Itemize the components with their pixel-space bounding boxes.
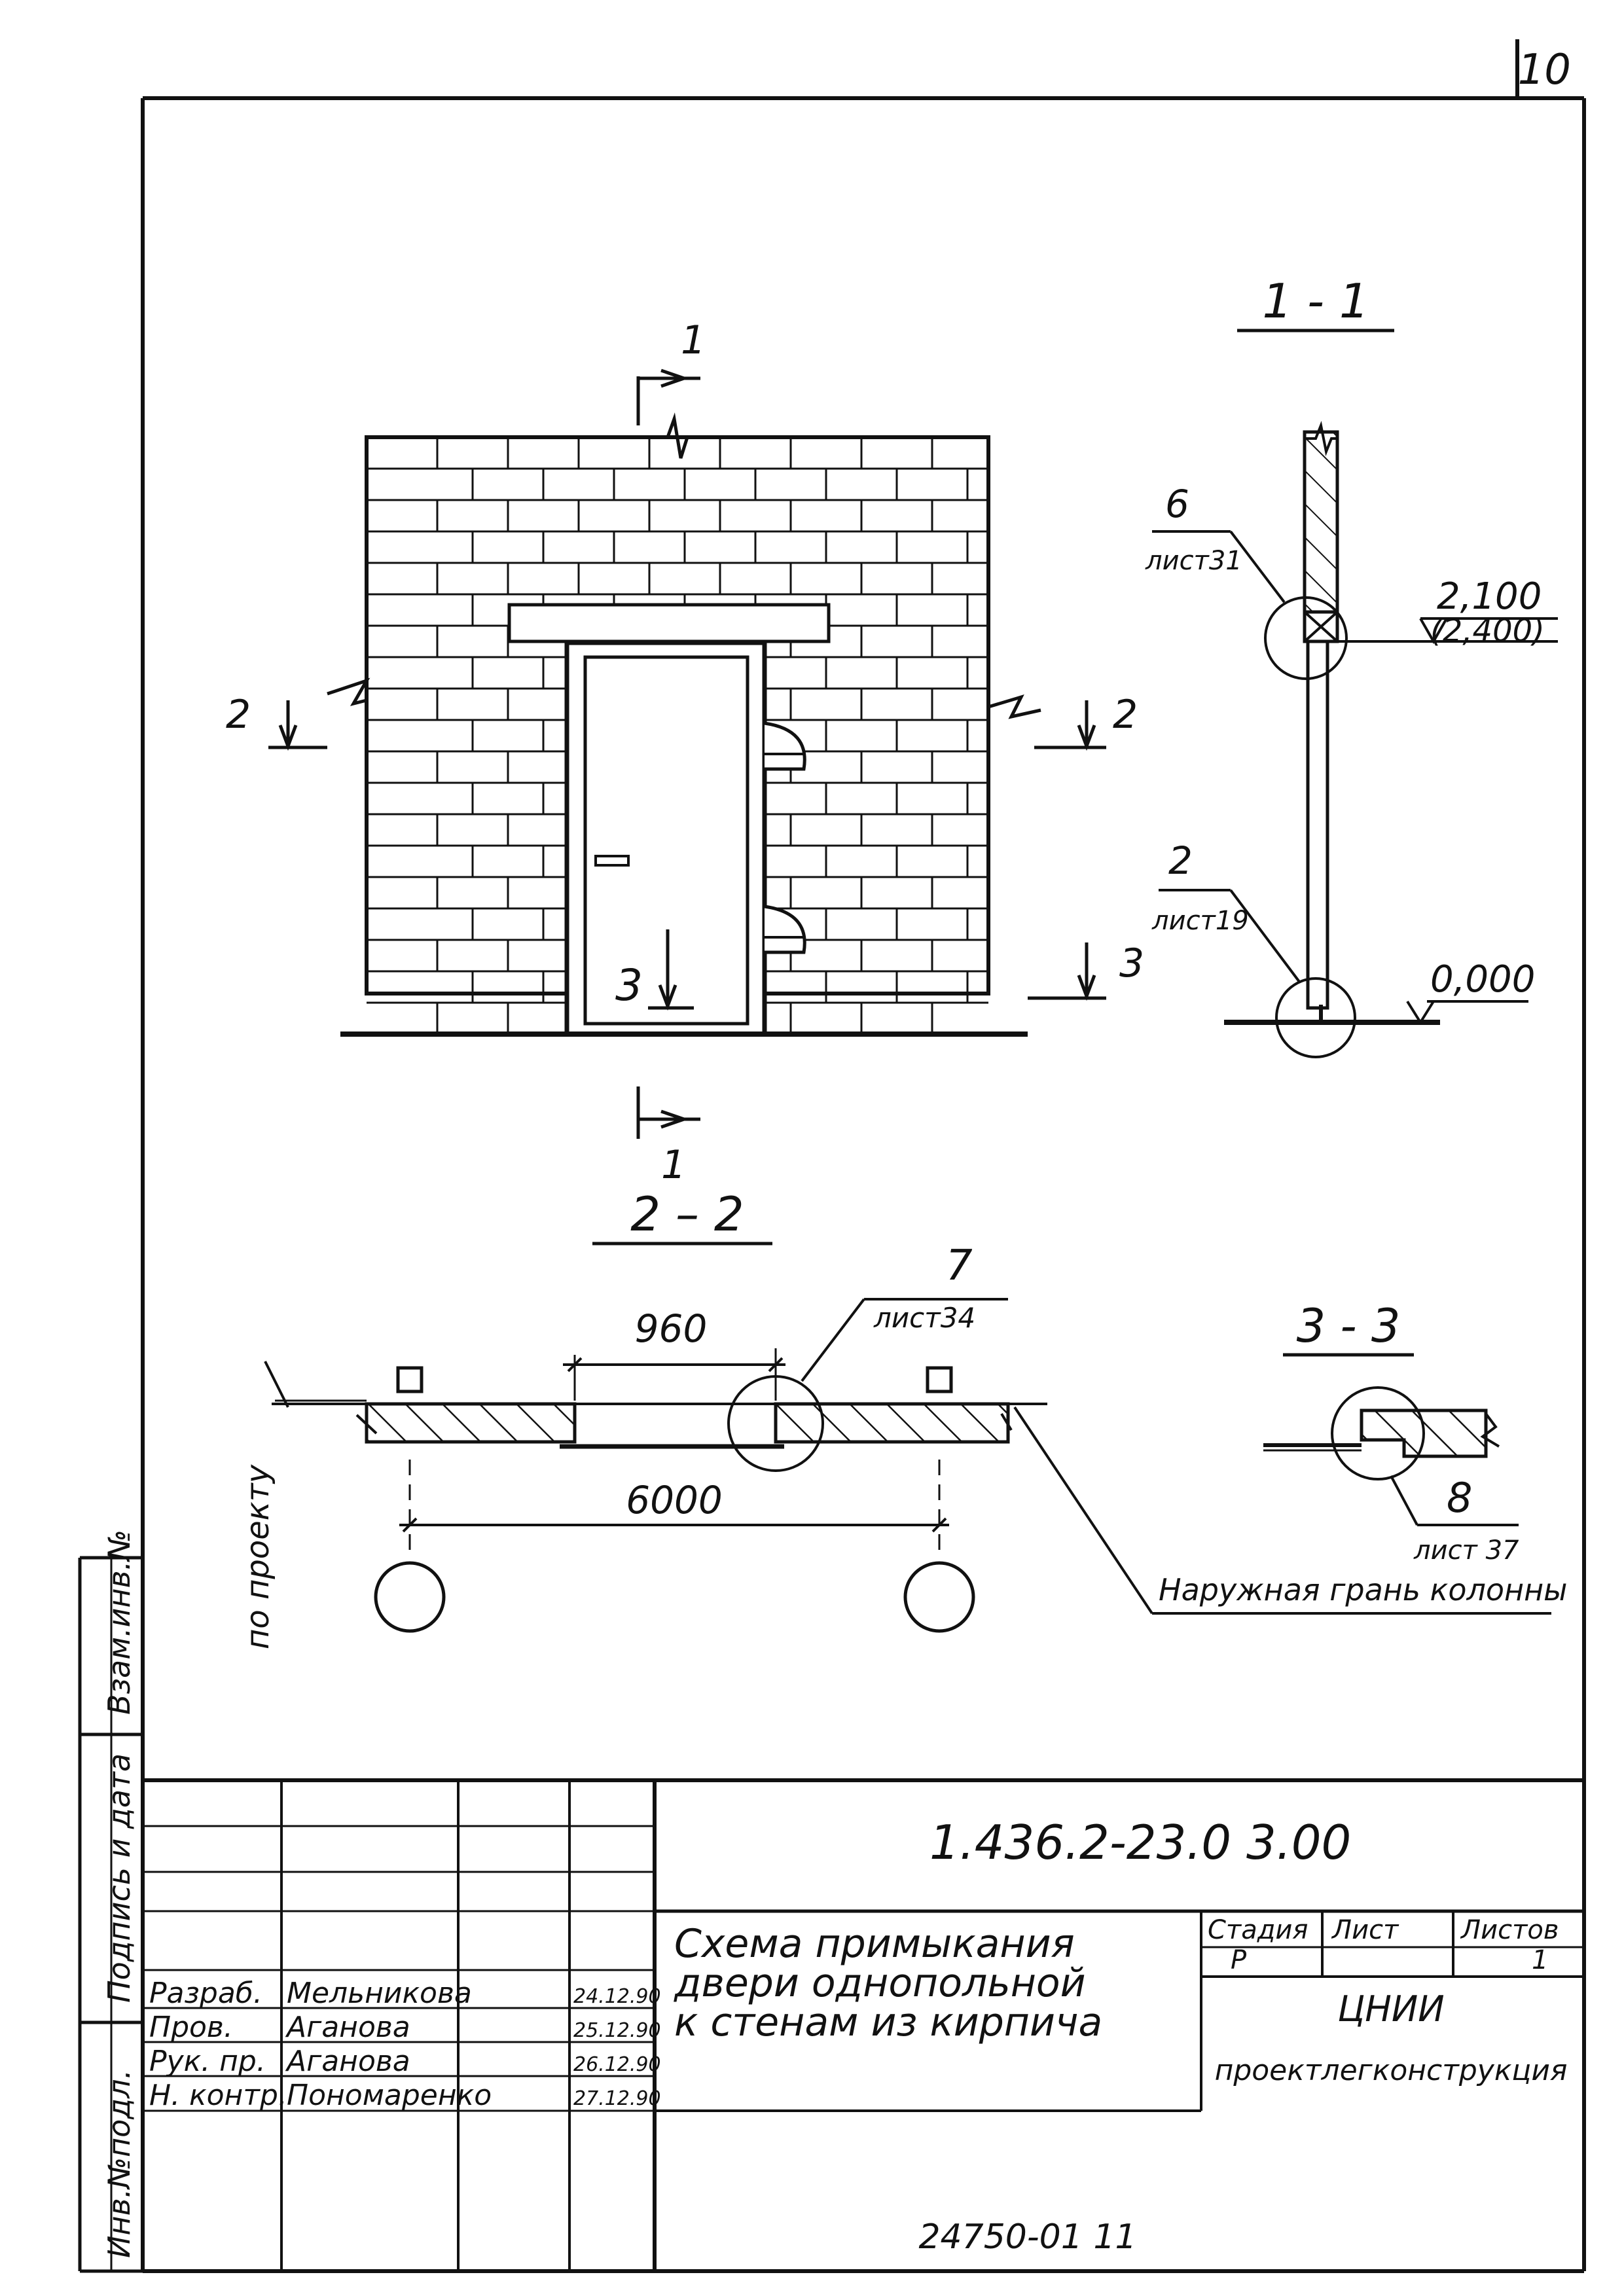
section-1-1-title: 1 - 1 xyxy=(1262,274,1369,329)
stamp-date: 24.12.90 xyxy=(573,1985,661,2008)
section-2-2 xyxy=(264,1298,1551,1633)
stamp-stage-header: Стадия xyxy=(1208,1915,1308,1945)
callout-8-circle xyxy=(1331,1386,1425,1480)
title-line-2: двери однопольной xyxy=(674,1960,1086,2006)
callout-6-num: 6 xyxy=(1165,482,1189,526)
callout-6-sheet: лист31 xyxy=(1145,546,1242,576)
level-top-alt: (2,400) xyxy=(1430,613,1545,649)
anchor-top xyxy=(764,721,806,771)
section-3-3 xyxy=(1263,1386,1519,1526)
side-sign-date: Подпись и дата xyxy=(101,1753,137,2003)
stamp-date: 26.12.90 xyxy=(573,2053,661,2076)
cut-1-bottom-label: 1 xyxy=(661,1142,686,1188)
cut-3-right-label: 3 xyxy=(1119,941,1144,986)
door-section xyxy=(1306,639,1329,1010)
cut-3-left-label: 3 xyxy=(615,960,643,1011)
callout-8-num: 8 xyxy=(1447,1474,1472,1522)
side-label-po-proektu: по проекту xyxy=(240,1464,276,1649)
org-line-1: ЦНИИ xyxy=(1337,1988,1444,2030)
stamp-role: Пров. xyxy=(149,2011,233,2044)
stamp-name: Аганова xyxy=(285,2045,410,2078)
callout-7-circle xyxy=(727,1375,824,1472)
stamp-sheets-value: 1 xyxy=(1532,1945,1548,1975)
stamp-sheet-header: Лист xyxy=(1331,1915,1399,1945)
lintel xyxy=(507,603,831,643)
sheet-frame xyxy=(141,39,1586,2271)
stamp-sheets-header: Листов xyxy=(1460,1915,1559,1945)
stamp-name: Мельникова xyxy=(287,1977,472,2010)
stamp-date: 25.12.90 xyxy=(573,2019,661,2042)
copy-note: 24750-01 11 xyxy=(918,2217,1136,2257)
callout-2-num: 2 xyxy=(1168,838,1193,883)
callout-2-sheet: лист19 xyxy=(1151,906,1249,936)
callout-7-sheet: лист34 xyxy=(873,1302,975,1334)
wall-elevation xyxy=(327,412,1041,1037)
wall-strip xyxy=(1303,430,1339,643)
wall-right xyxy=(774,1402,1010,1444)
stamp-date: 27.12.90 xyxy=(573,2087,661,2110)
side-vzam-inv: Взам.инв.№ xyxy=(101,1530,137,1715)
cut-1-top-label: 1 xyxy=(681,317,706,363)
org-line-2: проектлегконструкция xyxy=(1215,2054,1568,2087)
side-inv-orig: Инв.№подл. xyxy=(101,2070,137,2258)
stamp-role: Н. контр. xyxy=(149,2079,287,2112)
outer-face-label: Наружная грань колонны xyxy=(1159,1572,1568,1607)
title-block xyxy=(143,1778,1584,2273)
column-left xyxy=(374,1561,446,1633)
wall-left xyxy=(365,1402,577,1444)
page-number: 10 xyxy=(1518,46,1571,94)
callout-2-circle xyxy=(1275,977,1356,1058)
column-right xyxy=(903,1561,975,1633)
stamp-stage-value: Р xyxy=(1231,1945,1247,1975)
callout-8-sheet: лист 37 xyxy=(1413,1535,1519,1566)
dim-6000: 6000 xyxy=(626,1478,723,1522)
side-stamp xyxy=(78,1556,143,2273)
section-3-3-title: 3 - 3 xyxy=(1297,1299,1401,1353)
dim-960: 960 xyxy=(635,1306,708,1351)
cut-2-right-label: 2 xyxy=(1113,692,1138,738)
anchor-bottom xyxy=(764,905,806,954)
section-1-1 xyxy=(1152,421,1558,1058)
stamp-role: Рук. пр. xyxy=(149,2045,266,2078)
title-line-3: к стенам из кирпича xyxy=(674,2000,1102,2045)
drawing-code: 1.436.2-23.0 3.00 xyxy=(929,1815,1351,1870)
callout-6-circle xyxy=(1264,596,1348,680)
title-line-1: Схема примыкания xyxy=(674,1921,1075,1967)
stamp-name: Аганова xyxy=(285,2011,410,2044)
level-top: 2,100 xyxy=(1437,575,1542,618)
stamp-name: Пономаренко xyxy=(287,2079,492,2112)
cut-marks xyxy=(268,368,1106,1139)
stamp-role: Разраб. xyxy=(149,1977,262,2010)
level-bottom: 0,000 xyxy=(1430,958,1535,1001)
cut-2-left-label: 2 xyxy=(226,692,251,738)
door-handle xyxy=(594,855,630,867)
callout-7-num: 7 xyxy=(946,1242,973,1290)
section-2-2-title: 2 – 2 xyxy=(630,1187,744,1242)
